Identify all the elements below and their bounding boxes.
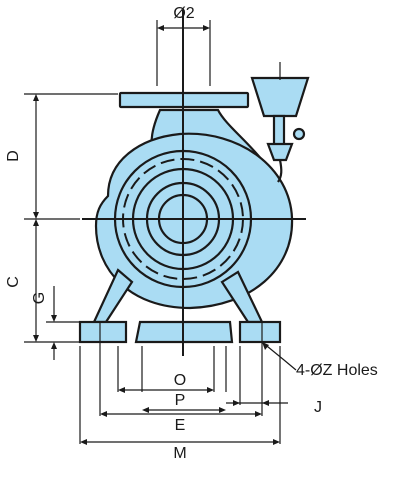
pump-body: [78, 91, 294, 344]
o-arrow-left: [118, 387, 125, 393]
c-arrow-bottom: [33, 335, 39, 342]
g-label: G: [31, 292, 48, 304]
volute-casing: [94, 132, 294, 310]
c-label: C: [5, 276, 22, 288]
e-label: E: [175, 417, 186, 434]
height-dimensions: D C G: [5, 93, 118, 360]
g-arrow-top: [51, 315, 57, 322]
g-arrow-bottom: [51, 342, 57, 349]
width-dimensions: O P E M J: [79, 346, 322, 462]
left-leg: [92, 268, 134, 324]
priming-funnel: [250, 62, 310, 183]
right-foot: [238, 320, 282, 344]
m-label: M: [173, 445, 186, 462]
holes-callout: 4-ØZ Holes: [99, 322, 378, 379]
p-arrow-right: [219, 407, 226, 413]
j-label: J: [314, 399, 322, 416]
j-arrow-right: [262, 400, 269, 406]
m-arrow-left: [80, 439, 87, 445]
valve-knob: [292, 127, 306, 141]
outlet-arrow-right: [203, 25, 210, 31]
funnel-bowl: [250, 76, 310, 118]
left-foot: [78, 320, 128, 344]
outlet-diameter-label: Ø2: [173, 5, 194, 22]
d-label: D: [5, 150, 22, 162]
holes-label: 4-ØZ Holes: [296, 362, 378, 379]
d-arrow-bottom: [33, 212, 39, 219]
center-lines: [82, 10, 306, 356]
d-arrow-top: [33, 94, 39, 101]
e-arrow-right: [255, 411, 262, 417]
m-arrow-right: [273, 439, 280, 445]
valve-pipe: [277, 159, 283, 183]
c-arrow-top: [33, 219, 39, 226]
p-arrow-left: [142, 407, 149, 413]
holes-leader-arrow: [262, 342, 269, 350]
o-arrow-right: [207, 387, 214, 393]
p-label: P: [175, 392, 186, 409]
holes-leader: [261, 341, 297, 371]
o-label: O: [174, 372, 186, 389]
valve-body: [266, 142, 294, 162]
outlet-diameter-dimension: Ø2: [156, 5, 211, 86]
e-arrow-left: [100, 411, 107, 417]
outlet-arrow-left: [157, 25, 164, 31]
j-arrow-left: [233, 400, 240, 406]
funnel-stem: [272, 114, 286, 148]
